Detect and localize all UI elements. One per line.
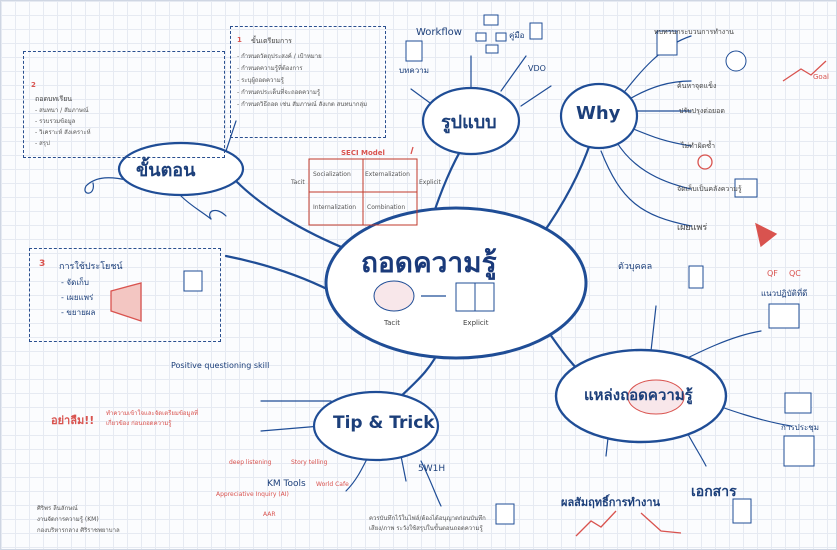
why-item-4: ไม่ทำผิดซ้ำ (681, 142, 716, 150)
seci-externalization: Externalization (365, 171, 410, 178)
source-qc: QC (789, 269, 801, 278)
step1-item-2: - กำหนดความรู้ที่ต้องการ (237, 65, 303, 72)
why-item-5: จัดเก็บเป็นคลังความรู้ (677, 185, 742, 193)
tip-deep: deep listening (229, 459, 272, 466)
step2-box (23, 51, 225, 158)
seci-explicit-right: Explicit (419, 179, 441, 186)
steps-bubble (117, 141, 245, 197)
step2-item-4: - สรุป (35, 140, 50, 147)
why-item-2: ค้นหาจุดแข็ง (677, 82, 717, 90)
branch-line-use (224, 254, 333, 293)
tip-5w1h: 5W1H (418, 464, 446, 474)
center-tacit-label: Tacit (384, 319, 400, 327)
seci-internalization: Internalization (313, 204, 357, 211)
why-item-6: เผยแพร่ (677, 223, 708, 233)
seci-tacit-left: Tacit (291, 179, 305, 186)
center-explicit-label: Explicit (463, 319, 489, 327)
step1-title: ขั้นเตรียมการ (251, 37, 292, 45)
tip-wc: World Cafe (316, 481, 349, 488)
source-person: ตัวบุคคล (618, 262, 653, 272)
branch-line-steps (234, 179, 353, 253)
step2-num: 2 (31, 81, 36, 89)
source-best: แนวปฏิบัติที่ดี (761, 289, 808, 298)
source-results: ผลสัมฤทธิ์การทำงาน (561, 496, 661, 509)
seci-socialization: Socialization (313, 171, 351, 178)
step2-title: ถอดบทเรียน (35, 95, 73, 103)
credit-line-2: งานจัดการความรู้ (KM) (37, 516, 99, 523)
step1-item-5: - กำหนดวิธีถอด เช่น สัมภาษณ์ สังเกต สนทน… (237, 101, 368, 108)
format-workflow: Workflow (416, 27, 462, 38)
seci-title: SECI Model (341, 149, 385, 157)
source-qf: QF (767, 269, 778, 278)
step3-item-2: - เผยแพร่ (61, 293, 94, 302)
step1-item-1: - กำหนดวัตถุประสงค์ / เป้าหมาย (237, 53, 322, 60)
step3-title: การใช้ประโยชน์ (59, 262, 123, 272)
step1-item-3: - ระบุผู้ถอดความรู้ (237, 77, 284, 84)
node-why: Why (576, 103, 621, 124)
why-bubble (559, 82, 639, 150)
step2-item-2: - รวบรวมข้อมูล (35, 118, 76, 125)
why-item-3: ปรับปรุงต่อยอด (679, 107, 725, 115)
tip-km-tools: KM Tools (267, 479, 306, 489)
format-manual: คู่มือ (509, 31, 525, 40)
node-format: รูปแบบ (441, 112, 497, 133)
step3-item-3: - ขยายผล (61, 308, 96, 317)
source-docs: เอกสาร (691, 484, 737, 500)
step2-item-1: - สนทนา / สัมภาษณ์ (35, 107, 89, 114)
seci-combination: Combination (367, 204, 406, 211)
tip-note: ควรบันทึกไว้ในไฟล์/ต้องได้อนุญาตก่อนบันท… (369, 515, 486, 532)
format-article: บทความ (399, 66, 429, 75)
why-item-1: ทบทวนกระบวนการทำงาน (654, 28, 734, 36)
tip-ai: Appreciative Inquiry (AI) (216, 491, 289, 498)
why-goal: Goal (813, 73, 829, 81)
format-vdo: VDO (528, 64, 546, 73)
step3-box (29, 248, 221, 342)
tip-aar: AAR (263, 511, 276, 518)
step1-box (230, 26, 386, 138)
format-bubble (421, 86, 521, 156)
tip-dont-text: ทำความเข้าใจและจัดเตรียมข้อมูลที่เกี่ยวข… (106, 410, 199, 427)
branch-line-why (539, 139, 593, 238)
credit-line-3: กองบริหารกลาง ศิริราชพยาบาล (37, 527, 120, 534)
node-steps: ขั้นตอน (136, 160, 196, 181)
step1-item-4: - กำหนดประเด็นที่จะถอดความรู้ (237, 89, 321, 96)
source-meeting: การประชุม (781, 423, 820, 432)
step2-item-3: - วิเคราะห์ สังเคราะห์ (35, 129, 91, 136)
tip-dont: อย่าลืม!! (51, 414, 95, 427)
step3-num: 3 (39, 259, 46, 269)
credit-line-1: ศิริพร ลีนลักษณ์ (37, 505, 78, 512)
tip-pqs: Positive questioning skill (171, 361, 270, 370)
node-sources: แหล่งถอดความรู้ (584, 386, 693, 404)
tip-story: Story telling (291, 459, 328, 466)
tips-bubble (312, 390, 440, 462)
center-title: ถอดความรู้ (361, 246, 497, 279)
seci-grid (308, 158, 418, 226)
node-tips: Tip & Trick (333, 413, 435, 433)
step1-num: 1 (237, 36, 242, 44)
step3-item-1: - จัดเก็บ (61, 278, 89, 287)
